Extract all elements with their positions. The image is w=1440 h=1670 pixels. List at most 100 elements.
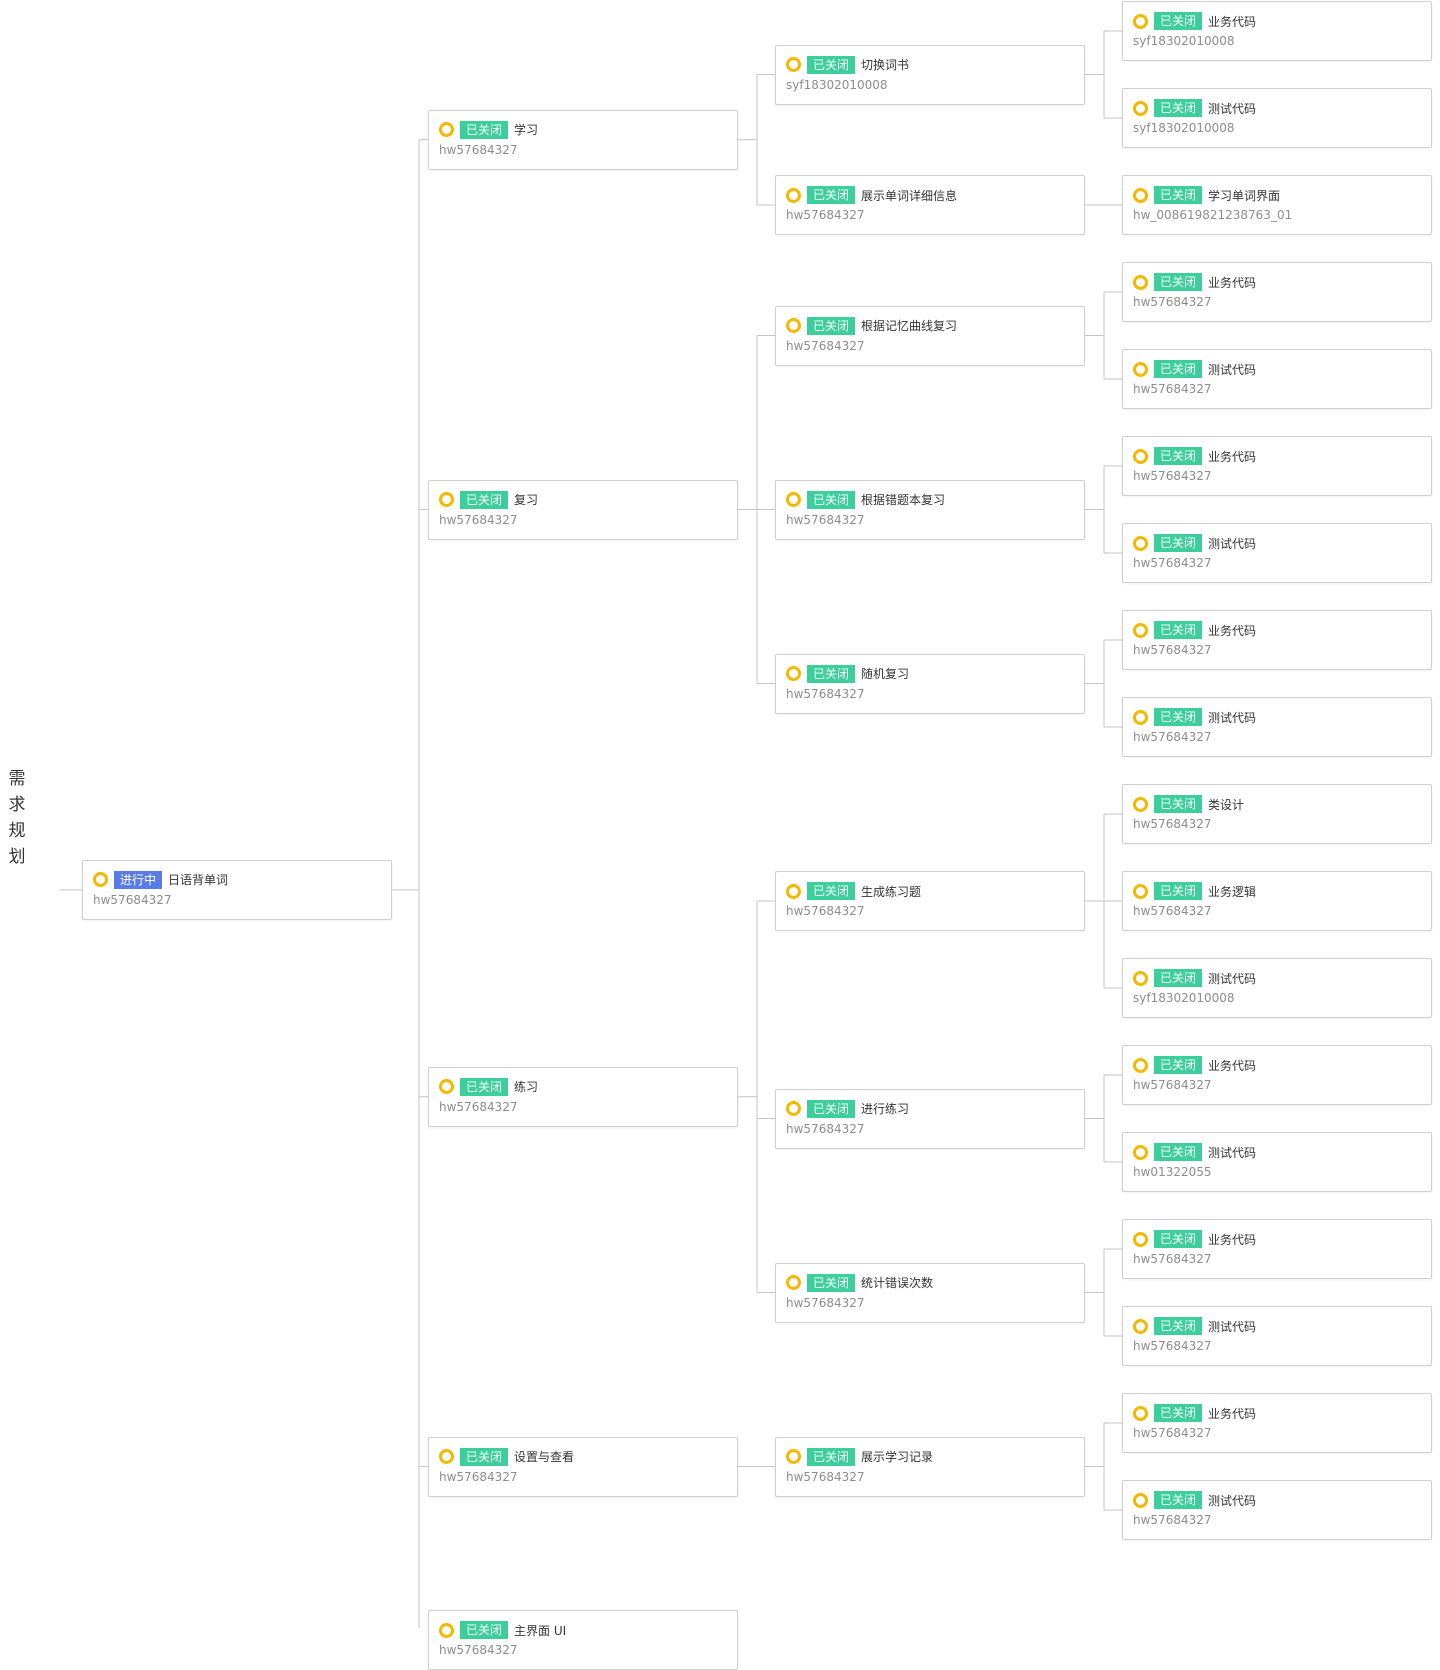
node-title: 测试代码	[1208, 1145, 1257, 1160]
tree-node[interactable]: 已关闭根据记忆曲线复习 hw57684327	[775, 305, 1085, 366]
node-header: 已关闭业务代码	[1133, 1403, 1256, 1423]
node-owner: hw57684327	[439, 1643, 518, 1657]
status-badge: 已关闭	[1154, 708, 1203, 726]
node-title: 主界面 UI	[514, 1623, 567, 1638]
node-header: 已关闭练习	[439, 1077, 538, 1097]
node-header: 已关闭设置与查看	[439, 1447, 574, 1467]
status-badge: 已关闭	[1154, 360, 1203, 378]
node-header: 已关闭根据记忆曲线复习	[786, 316, 957, 336]
node-title: 设置与查看	[514, 1450, 575, 1464]
status-badge: 进行中	[114, 870, 163, 889]
node-owner: hw57684327	[1133, 1252, 1212, 1266]
node-title: 根据记忆曲线复习	[861, 319, 958, 333]
tree-node[interactable]: 已关闭业务代码 hw57684327	[1122, 1219, 1432, 1279]
node-title: 测试代码	[1208, 710, 1257, 725]
status-circle-icon	[1133, 187, 1148, 203]
node-owner: hw57684327	[786, 1121, 865, 1136]
status-circle-icon	[786, 492, 801, 507]
node-title: 测试代码	[1208, 362, 1257, 377]
node-title: 统计错误次数	[861, 1276, 934, 1290]
node-title: 学习单词界面	[1208, 188, 1281, 203]
status-circle-icon	[1133, 1144, 1148, 1160]
node-title: 练习	[514, 1080, 539, 1095]
status-circle-icon	[439, 1079, 454, 1095]
status-badge: 已关闭	[807, 186, 856, 204]
status-badge: 已关闭	[1154, 447, 1203, 465]
status-circle-icon	[786, 57, 801, 72]
node-header: 已关闭类设计	[1133, 794, 1244, 814]
status-badge: 已关闭	[460, 1077, 509, 1096]
status-circle-icon	[93, 872, 108, 888]
status-badge: 已关闭	[1154, 1056, 1203, 1074]
status-badge: 已关闭	[460, 490, 509, 509]
status-circle-icon	[1133, 709, 1148, 725]
tree-node[interactable]: 已关闭类设计 hw57684327	[1122, 784, 1432, 844]
status-badge: 已关闭	[807, 1099, 856, 1118]
node-owner: hw57684327	[786, 686, 865, 701]
tree-node[interactable]: 已关闭进行练习 hw57684327	[775, 1088, 1085, 1149]
node-owner: hw57684327	[1133, 730, 1212, 744]
status-circle-icon	[786, 1449, 801, 1464]
status-circle-icon	[1133, 100, 1148, 116]
status-badge: 已关闭	[1154, 1491, 1203, 1509]
tree-node[interactable]: 已关闭测试代码 hw57684327	[1122, 697, 1432, 757]
status-badge: 已关闭	[1154, 969, 1203, 987]
status-badge: 已关闭	[460, 1621, 509, 1639]
node-header: 已关闭根据错题本复习	[786, 490, 945, 510]
node-header: 已关闭主界面 UI	[439, 1620, 566, 1640]
node-title: 学习	[514, 123, 539, 138]
status-circle-icon	[786, 1275, 801, 1290]
node-title: 业务代码	[1208, 1232, 1257, 1247]
node-title: 复习	[514, 493, 539, 507]
node-owner: hw_008619821238763_01	[1133, 208, 1293, 222]
status-circle-icon	[439, 492, 454, 507]
tree-node[interactable]: 已关闭主界面 UI hw57684327	[428, 1610, 738, 1670]
node-header: 已关闭测试代码	[1133, 359, 1256, 379]
node-title: 切换词书	[861, 58, 910, 72]
status-badge: 已关闭	[807, 664, 856, 683]
node-owner: hw57684327	[786, 338, 865, 353]
node-owner: hw57684327	[439, 512, 518, 527]
status-circle-icon	[1133, 1057, 1148, 1073]
status-badge: 已关闭	[807, 882, 856, 900]
node-title: 测试代码	[1208, 1319, 1257, 1334]
status-badge: 已关闭	[807, 1273, 856, 1292]
node-owner: syf18302010008	[786, 77, 888, 92]
node-title: 进行练习	[861, 1102, 910, 1116]
status-circle-icon	[1133, 535, 1148, 551]
status-circle-icon	[1133, 970, 1148, 986]
status-circle-icon	[1133, 1318, 1148, 1334]
status-badge: 已关闭	[1154, 12, 1203, 30]
status-badge: 已关闭	[1154, 1230, 1203, 1248]
node-owner: hw57684327	[786, 1469, 865, 1484]
status-circle-icon	[1133, 13, 1148, 29]
node-owner: hw57684327	[1133, 817, 1212, 831]
tree-node[interactable]: 已关闭复习 hw57684327	[428, 479, 738, 540]
